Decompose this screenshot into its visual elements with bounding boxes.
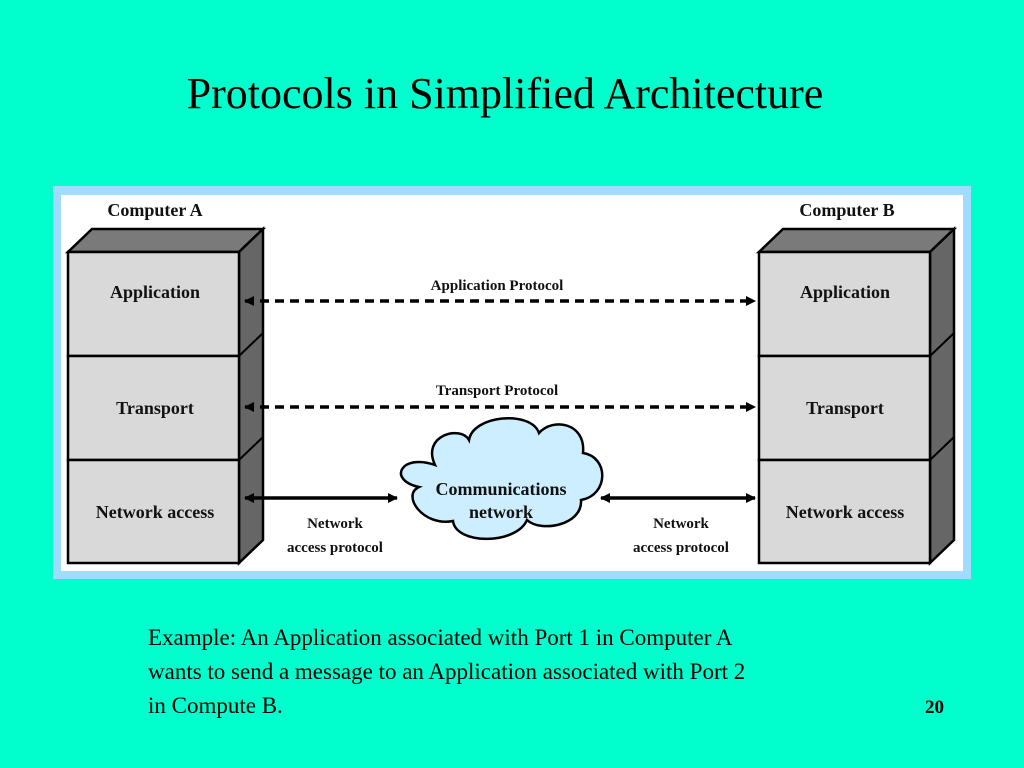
computer-a-label: Computer A bbox=[107, 200, 202, 220]
a-application-layer bbox=[66, 250, 241, 358]
slide-title: Protocols in Simplified Architecture bbox=[186, 69, 824, 118]
network-access-left-label-2: access protocol bbox=[287, 540, 383, 556]
protocol-architecture-diagram: Computer A Computer B Application Transp… bbox=[64, 200, 958, 566]
caption-line-2: wants to send a message to an Applicatio… bbox=[148, 659, 746, 684]
b-network-access-layer bbox=[757, 458, 932, 565]
caption-line-3: in Compute B. bbox=[148, 693, 283, 718]
cloud-label-line-1: Communications bbox=[435, 479, 566, 499]
b-transport-layer bbox=[757, 354, 932, 462]
b-network-access-label: Network access bbox=[786, 502, 904, 522]
a-network-access-layer bbox=[66, 458, 241, 565]
computer-b-label: Computer B bbox=[799, 200, 894, 220]
a-transport-layer bbox=[66, 354, 241, 462]
computer-a-stack: Application Transport Network access bbox=[64, 226, 267, 566]
b-application-layer bbox=[757, 250, 932, 358]
b-application-label: Application bbox=[800, 282, 890, 302]
cloud-label-line-2: network bbox=[469, 502, 533, 522]
network-access-left-label-1: Network bbox=[307, 516, 363, 532]
page-number: 20 bbox=[925, 697, 944, 718]
example-caption: Example: An Application associated with … bbox=[148, 621, 898, 723]
network-access-right-label-1: Network bbox=[653, 516, 709, 532]
a-network-access-label: Network access bbox=[96, 502, 214, 522]
a-application-label: Application bbox=[110, 282, 200, 302]
caption-line-1: Example: An Application associated with … bbox=[148, 625, 733, 650]
network-access-right-label-2: access protocol bbox=[633, 540, 729, 556]
b-transport-label: Transport bbox=[806, 398, 884, 418]
a-transport-label: Transport bbox=[116, 398, 194, 418]
diagram-frame: Computer A Computer B Application Transp… bbox=[53, 186, 971, 579]
application-protocol-label: Application Protocol bbox=[431, 278, 564, 294]
diagram-canvas: Computer A Computer B Application Transp… bbox=[61, 195, 963, 571]
communications-network-cloud: Communications network bbox=[399, 416, 604, 541]
computer-b-stack: Application Transport Network access bbox=[755, 226, 958, 566]
transport-protocol-label: Transport Protocol bbox=[436, 383, 558, 399]
